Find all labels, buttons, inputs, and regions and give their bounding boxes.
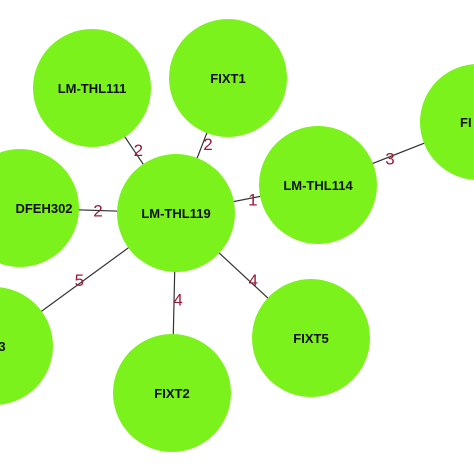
node-circle-thl114 [259,126,377,244]
edge-label-thl119-fixt2: 4 [173,290,182,309]
node-circle-thl111 [33,29,151,147]
node-fi: FI [420,64,474,180]
node-thl111: LM-THL111 [33,29,151,147]
node-circle-dfeh302 [0,149,79,267]
node-circle-n3 [0,287,53,405]
edge-label-thl114-fi: 3 [385,150,394,169]
node-circle-fixt1 [169,19,287,137]
node-label-fixt5: FIXT5 [293,331,328,346]
node-label-thl119: LM-THL119 [141,206,210,221]
node-dfeh302: DFEH302 [0,149,79,267]
node-fixt2: FIXT2 [113,334,231,452]
node-label-thl111: LM-THL111 [58,81,127,96]
node-circle-fi [420,64,474,180]
node-label-fixt2: FIXT2 [154,386,189,401]
node-thl119: LM-THL119 [117,154,235,272]
edge-labels-layer: 2 2 1 3 2 5 4 4 [75,135,395,310]
node-label-fi: FI [460,115,472,130]
node-circle-fixt5 [252,279,370,397]
node-circle-thl119 [117,154,235,272]
edge-label-thl119-n3: 5 [75,271,84,290]
node-label-dfeh302: DFEH302 [15,201,72,216]
edge-label-thl119-dfeh302: 2 [93,202,102,221]
node-thl114: LM-THL114 [259,126,377,244]
edge-label-thl119-thl111: 2 [134,141,143,160]
node-fixt1: FIXT1 [169,19,287,137]
node-circle-fixt2 [113,334,231,452]
node-label-fixt1: FIXT1 [210,71,245,86]
node-label-thl114: LM-THL114 [283,178,353,193]
edge-label-thl119-thl114: 1 [248,190,257,209]
node-n3: 3 [0,287,53,405]
edge-label-thl119-fixt5: 4 [249,271,258,290]
edge-label-thl119-fixt1: 2 [203,135,212,154]
node-label-n3: 3 [0,339,6,354]
node-fixt5: FIXT5 [252,279,370,397]
